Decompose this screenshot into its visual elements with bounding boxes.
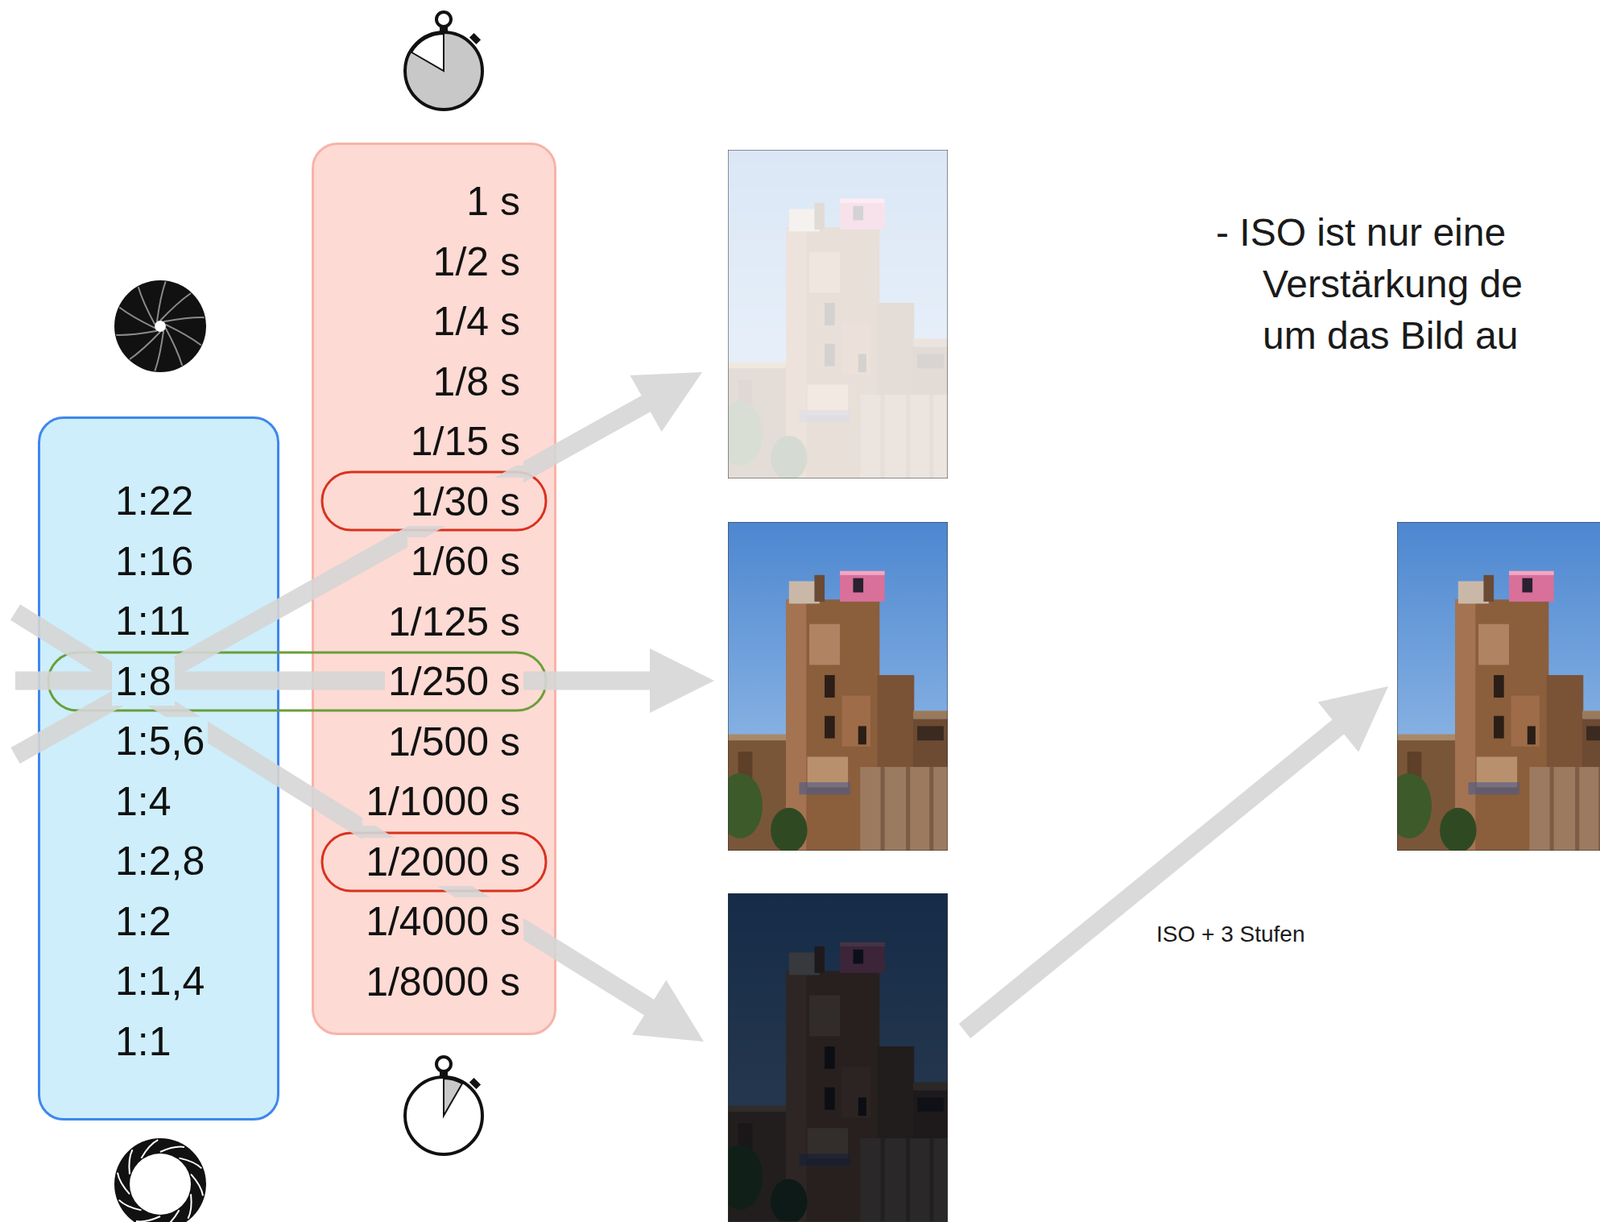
aperture-blade — [129, 331, 161, 360]
too-fast-highlight — [322, 832, 546, 891]
correct-photo — [717, 521, 948, 853]
f-number: 1:8 — [111, 657, 175, 706]
iso-step-label: ISO + 3 Stufen — [1156, 919, 1305, 949]
stopwatch-short-icon — [405, 1056, 483, 1154]
aperture-opening — [129, 1153, 191, 1215]
building-photo — [717, 149, 948, 481]
f-number: 1:22 — [111, 476, 197, 526]
aperture-open-icon — [114, 1137, 207, 1222]
aperture-scale: 1:22 1:16 1:11 1:8 1:5,6 1:4 1:2,8 1:2 1:1,4 1:1 — [37, 416, 280, 1121]
overexposed-photo — [717, 149, 948, 481]
f-number: 1:2,8 — [111, 836, 208, 885]
shutter-scale: 1 s 1/2 s 1/4 s 1/8 s 1/15 s 1/30 s 1/60 s 1/12… — [311, 142, 557, 1035]
f-number: 1:1 — [111, 1017, 175, 1066]
stopwatch-face — [405, 1076, 483, 1154]
stopwatch-wedge — [411, 33, 444, 71]
arrow-shaft — [15, 611, 653, 1009]
aperture-ring — [114, 1137, 207, 1222]
f-number: 1:16 — [111, 537, 197, 586]
shutter-time: 1/250 s — [384, 657, 524, 706]
f-number: 1:5,6 — [111, 716, 208, 765]
iso-note: - ISO ist nur eine Verstärkung de um das… — [1215, 206, 1585, 362]
arrow-head — [632, 979, 704, 1042]
arrow-shaft — [964, 723, 1342, 1031]
underexposure-veil — [727, 893, 948, 1222]
f-number: 1:2 — [111, 897, 175, 946]
stopwatch-knob — [436, 12, 451, 27]
arrow-head — [649, 648, 715, 713]
stopwatch-long-icon — [405, 12, 483, 110]
f-number: 1:11 — [111, 596, 195, 645]
building-photo — [1386, 521, 1600, 853]
shutter-time: 1/30 s — [407, 477, 524, 526]
overexposure-veil — [727, 149, 948, 479]
aperture-blade — [138, 330, 180, 372]
shutter-time: 1/60 s — [407, 537, 524, 586]
arrow-head — [630, 372, 703, 432]
photo-frame — [727, 149, 948, 479]
shutter-time: 1/2000 s — [362, 837, 524, 886]
underexposed-photo — [717, 893, 948, 1222]
stopwatch-face — [405, 32, 483, 110]
aperture-blade — [160, 1146, 185, 1152]
photo-frame — [727, 893, 948, 1222]
exposure-arrows — [15, 372, 1389, 1042]
shutter-time: 1/2 s — [429, 237, 524, 286]
too-slow-highlight — [322, 471, 546, 530]
building-photo — [717, 893, 948, 1222]
building-photo — [717, 521, 948, 853]
shutter-time: 1/125 s — [384, 597, 524, 646]
stopwatch-wedge — [443, 1078, 463, 1116]
shutter-time: 1/500 s — [384, 717, 524, 766]
aperture-hole — [154, 320, 166, 332]
arrow-shaft — [15, 671, 654, 691]
arrow-head — [1318, 686, 1389, 753]
aperture-blade — [160, 293, 191, 321]
shutter-time: 1/8000 s — [362, 957, 524, 1006]
aperture-blade — [190, 1172, 203, 1198]
correct-exposure-highlight — [48, 652, 546, 711]
shutter-time: 1/15 s — [407, 417, 524, 466]
f-number: 1:1,4 — [111, 956, 208, 1005]
aperture-blade — [140, 281, 182, 322]
stopwatch-knob — [436, 1056, 451, 1071]
shutter-time: 1/1000 s — [362, 777, 524, 826]
shutter-time: 1/4000 s — [362, 897, 524, 946]
aperture-blade — [117, 1170, 130, 1196]
aperture-disk — [114, 280, 207, 373]
shutter-time: 1 s — [463, 177, 524, 226]
arrow-shaft — [15, 401, 650, 756]
photo-frame — [1397, 521, 1600, 851]
iso-boosted-photo — [1386, 521, 1600, 853]
aperture-blade — [119, 298, 155, 337]
photo-frame — [727, 521, 948, 851]
aperture-blade — [165, 315, 202, 354]
aperture-blade — [136, 1215, 161, 1221]
aperture-closed-icon — [114, 280, 207, 373]
f-number: 1:4 — [111, 777, 175, 826]
shutter-time: 1/8 s — [429, 357, 524, 406]
shutter-time: 1/4 s — [429, 297, 524, 346]
